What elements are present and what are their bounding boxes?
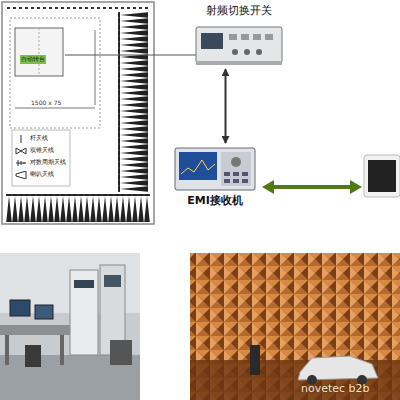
absorber-wall: [118, 12, 148, 192]
connector: [225, 69, 227, 143]
tablet: [364, 155, 400, 197]
device-label: 射频切换开关: [206, 4, 272, 18]
antenna-symbol: [15, 171, 27, 179]
absorber-floor: [6, 194, 150, 222]
antenna-symbol: [15, 135, 27, 143]
legend-text: 喇叭天线: [30, 170, 54, 179]
antenna-mast: [95, 30, 96, 105]
arrow-head: [262, 180, 274, 194]
turntable-box: [15, 28, 63, 76]
watermark: novetec b2b: [300, 382, 371, 395]
legend-frame: [12, 130, 70, 186]
dimension-line: [15, 108, 95, 109]
emi-receiver: EMI接收机: [174, 146, 256, 208]
arrow-head: [350, 180, 362, 194]
chamber-outline: [2, 2, 154, 224]
rf-switch-device: [195, 24, 283, 66]
legend-row: 喇叭天线: [15, 170, 54, 179]
tablet-screen: [368, 160, 396, 192]
legend-text: 对数周期天线: [30, 158, 66, 167]
receiver-device: [174, 146, 256, 192]
antenna-symbol: [15, 159, 27, 167]
control-room-photo: [0, 253, 140, 400]
legend-text: 双锥天线: [30, 146, 54, 155]
legend-text: 杆天线: [30, 134, 48, 143]
dimension-label: 1500 x 75: [30, 99, 62, 106]
test-zone: [10, 18, 100, 128]
antenna-symbol: [15, 147, 27, 155]
turntable-label: 自动转台: [20, 55, 46, 64]
legend-row: 杆天线: [15, 134, 48, 143]
rf-switch: 射频切换开关: [195, 4, 283, 66]
center-line: [39, 28, 40, 76]
chamber-photo: [190, 253, 400, 400]
data-link: [270, 185, 354, 189]
absorber-row: [6, 5, 150, 9]
legend-row: 双锥天线: [15, 146, 54, 155]
legend-row: 对数周期天线: [15, 158, 66, 167]
cable: [65, 55, 200, 56]
device-label: EMI接收机: [187, 194, 243, 208]
